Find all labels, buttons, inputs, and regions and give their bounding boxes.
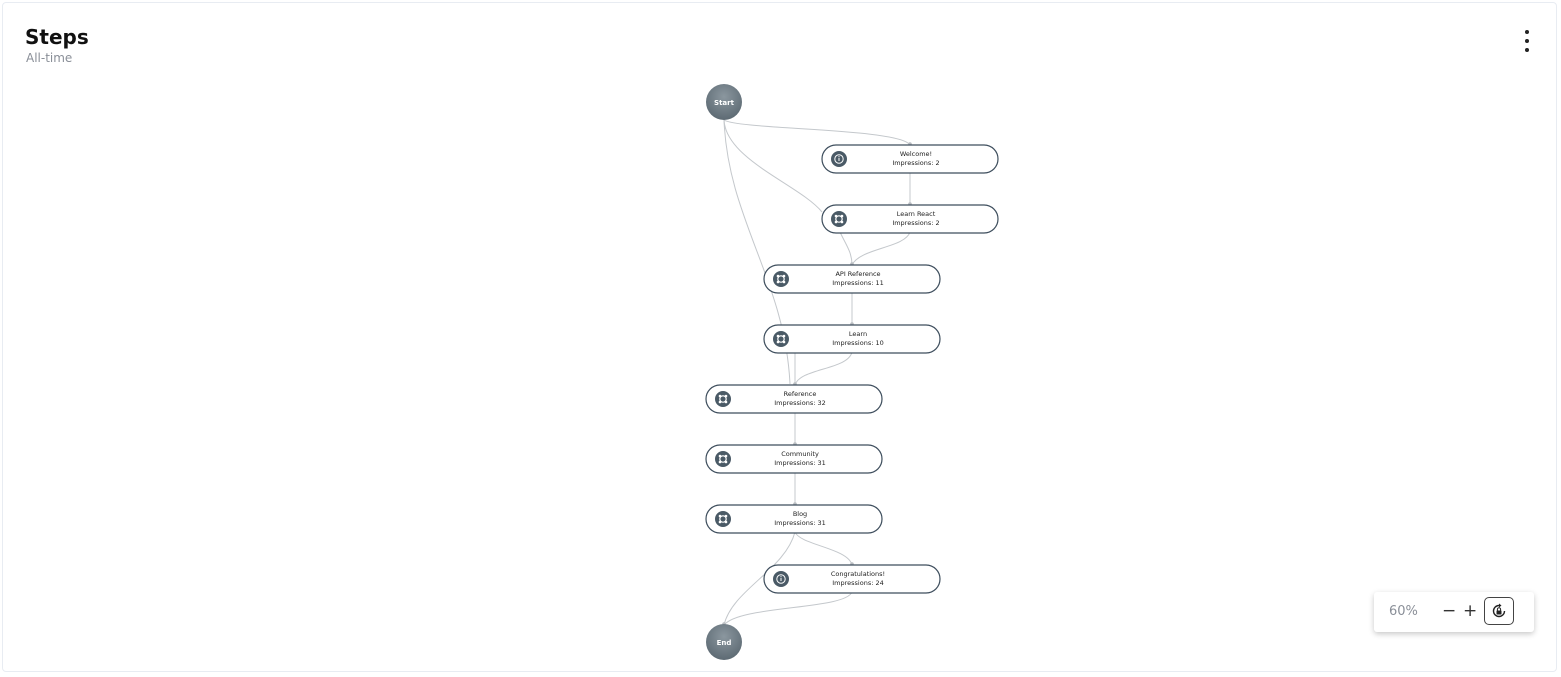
step-impressions: Impressions: 11 — [832, 279, 884, 287]
end-label: End — [717, 639, 732, 647]
end-node[interactable]: End — [706, 624, 742, 660]
step-title: Learn — [849, 330, 867, 338]
target-icon — [772, 270, 790, 288]
target-icon — [714, 510, 732, 528]
edge-learn-reference-a — [794, 351, 853, 386]
edge-blog-end — [723, 531, 796, 626]
zoom-level: 60% — [1389, 604, 1418, 619]
dot-icon — [1525, 48, 1529, 52]
edge-blog-congrats — [794, 531, 853, 566]
step-node-learn[interactable]: Learn Impressions: 10 — [763, 324, 941, 354]
step-node-congratulations[interactable]: Congratulations! Impressions: 24 — [763, 564, 941, 594]
edge-start-learnreact — [723, 119, 823, 213]
info-icon — [772, 570, 790, 588]
zoom-control: 60% − + — [1374, 592, 1534, 632]
edge-start-welcome — [723, 119, 911, 146]
step-impressions: Impressions: 2 — [892, 219, 939, 227]
step-title: Blog — [793, 510, 807, 518]
step-title: Learn React — [897, 210, 936, 218]
step-impressions: Impressions: 31 — [774, 459, 826, 467]
step-node-community[interactable]: Community Impressions: 31 — [705, 444, 883, 474]
step-impressions: Impressions: 10 — [832, 339, 884, 347]
edge-learnreact-api-b — [839, 231, 853, 266]
step-impressions: Impressions: 2 — [892, 159, 939, 167]
rotate-lock-icon — [1492, 603, 1506, 618]
flow-edges — [723, 119, 911, 626]
step-impressions: Impressions: 24 — [832, 579, 884, 587]
zoom-in-button[interactable]: + — [1463, 601, 1478, 621]
start-label: Start — [714, 99, 735, 107]
lock-view-button[interactable] — [1484, 597, 1514, 625]
step-node-api-reference[interactable]: API Reference Impressions: 11 — [763, 264, 941, 294]
target-icon — [714, 450, 732, 468]
step-title: Community — [781, 450, 819, 458]
edge-learnreact-api-a — [851, 231, 911, 266]
step-title: Reference — [784, 390, 817, 398]
step-title: API Reference — [835, 270, 880, 278]
dot-icon — [1525, 39, 1529, 43]
step-impressions: Impressions: 31 — [774, 519, 826, 527]
card-subtitle: All-time — [26, 51, 73, 65]
step-title: Congratulations! — [831, 570, 885, 578]
step-node-learn-react[interactable]: Learn React Impressions: 2 — [821, 204, 999, 234]
target-icon — [714, 390, 732, 408]
card-title: Steps — [25, 25, 89, 49]
step-impressions: Impressions: 32 — [774, 399, 826, 407]
zoom-out-button[interactable]: − — [1442, 601, 1457, 621]
info-icon — [830, 150, 848, 168]
target-icon — [830, 210, 848, 228]
dot-icon — [1525, 30, 1529, 34]
start-node[interactable]: Start — [706, 84, 742, 120]
more-options-button[interactable] — [1520, 30, 1534, 52]
step-title: Welcome! — [900, 150, 932, 158]
step-node-welcome[interactable]: Welcome! Impressions: 2 — [821, 144, 999, 174]
step-node-blog[interactable]: Blog Impressions: 31 — [705, 504, 883, 534]
edge-congrats-end — [723, 591, 853, 626]
step-node-reference[interactable]: Reference Impressions: 32 — [705, 384, 883, 414]
target-icon — [772, 330, 790, 348]
